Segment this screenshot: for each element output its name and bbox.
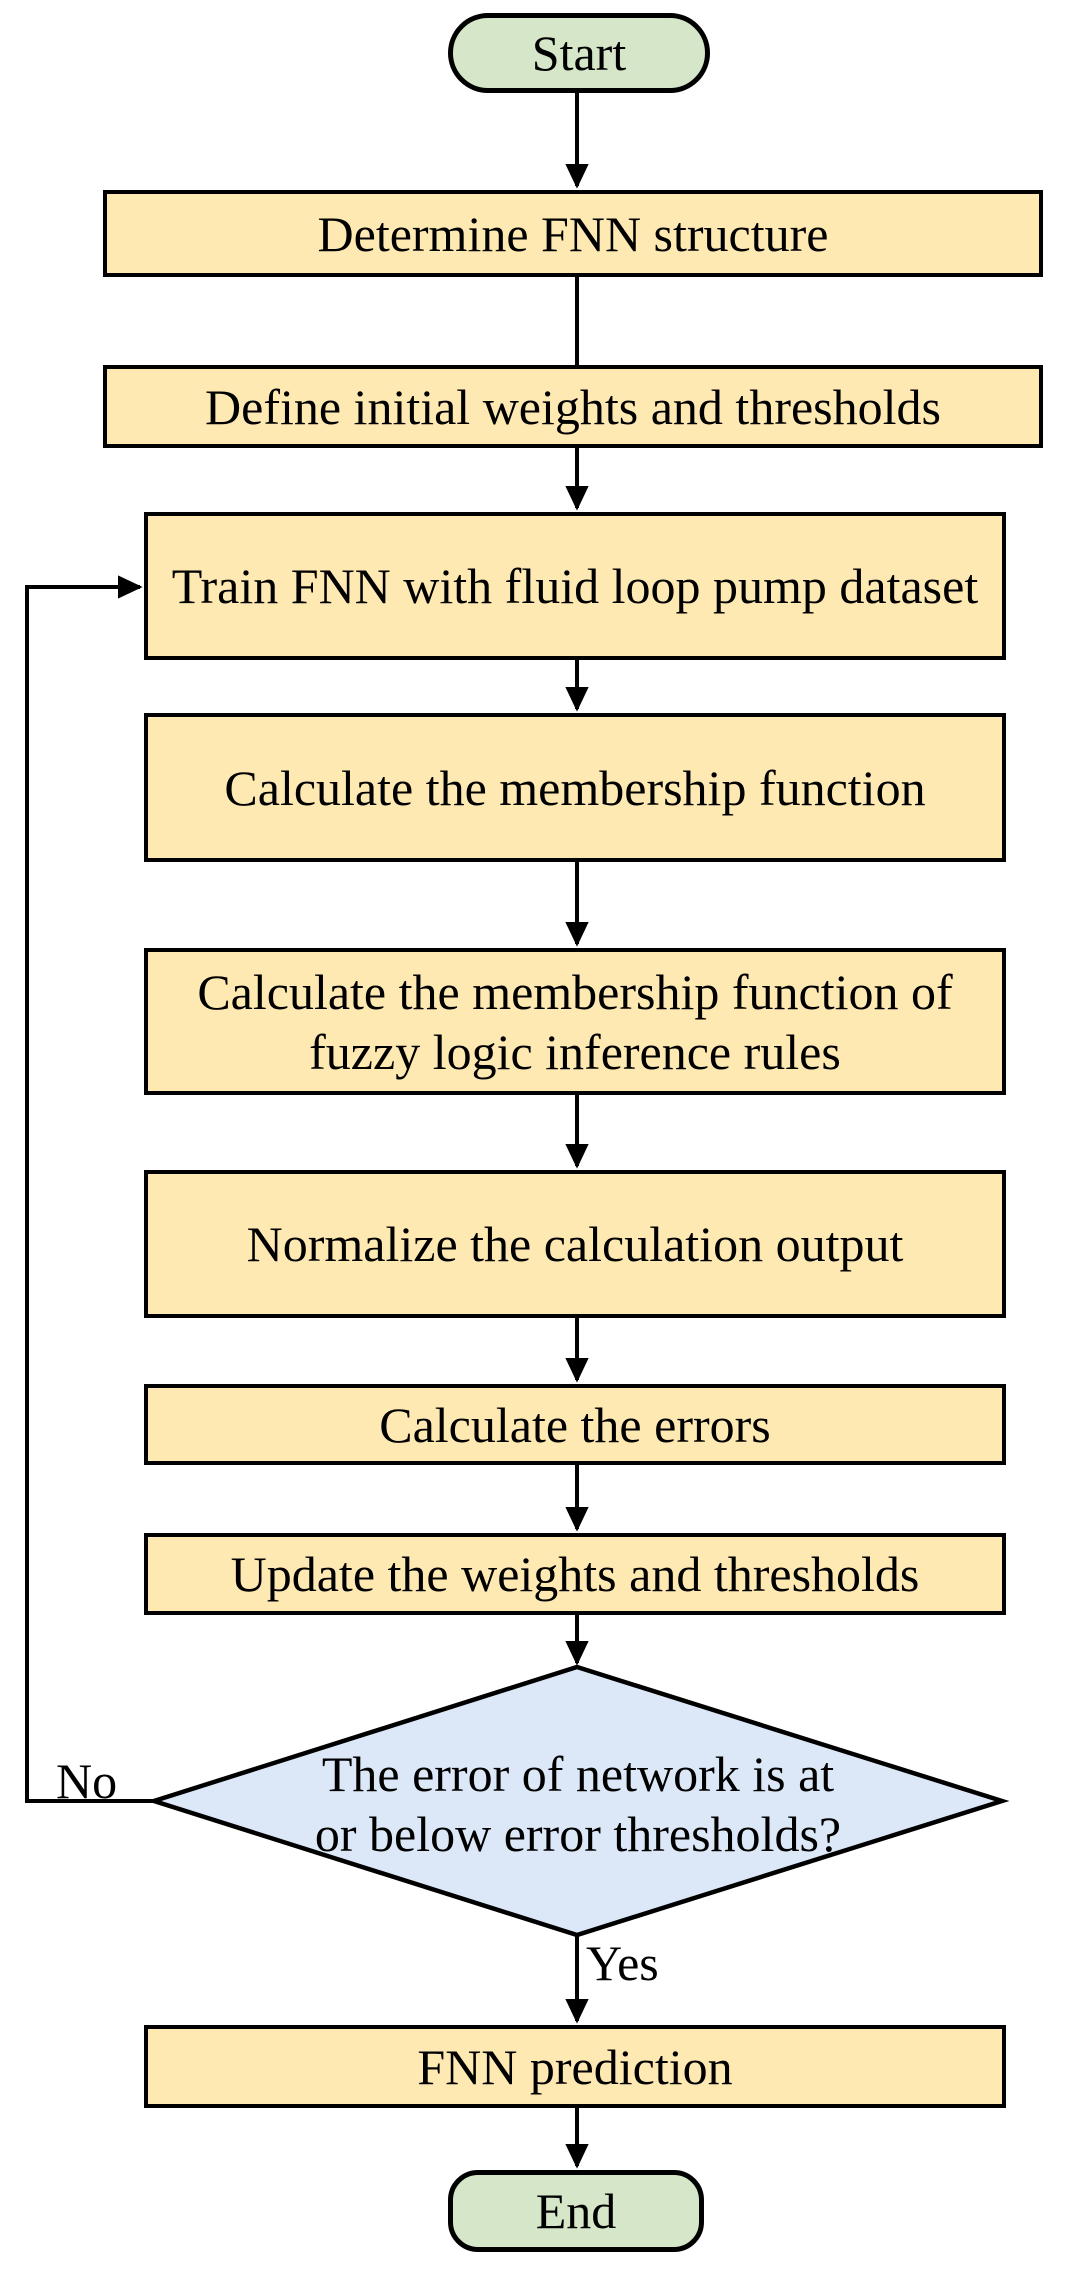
node-determine-structure-label: Determine FNN structure [317,205,829,262]
node-define-weights: Define initial weights and thresholds [103,365,1043,448]
node-calc-membership-rules-label: Calculate the membership function of fuz… [197,963,953,1080]
node-fnn-prediction-label: FNN prediction [417,2038,733,2095]
node-calc-membership-label: Calculate the membership function [224,759,926,816]
node-error-decision-label: The error of network is at or below erro… [314,1746,842,1862]
node-update-weights: Update the weights and thresholds [144,1533,1006,1615]
node-start-label: Start [531,25,627,81]
node-train-fnn-label: Train FNN with fluid loop pump dataset [171,558,979,614]
edge-label-no: No [56,1753,118,1809]
node-calc-errors-label: Calculate the errors [379,1396,771,1453]
node-update-weights-label: Update the weights and thresholds [230,1546,920,1602]
node-calc-errors: Calculate the errors [144,1384,1006,1465]
node-end-label: End [535,2183,617,2239]
node-fnn-prediction: FNN prediction [144,2025,1006,2108]
node-determine-structure: Determine FNN structure [103,190,1043,277]
edge-label-yes: Yes [586,1935,659,1991]
node-define-weights-label: Define initial weights and thresholds [205,378,941,435]
node-normalize-output: Normalize the calculation output [144,1170,1006,1318]
node-calc-membership: Calculate the membership function [144,713,1006,862]
node-start: Start [448,13,710,93]
node-train-fnn: Train FNN with fluid loop pump dataset [144,512,1006,660]
node-calc-membership-rules: Calculate the membership function of fuz… [144,948,1006,1095]
node-end: End [448,2170,704,2252]
node-normalize-output-label: Normalize the calculation output [246,1216,904,1272]
edge-decision-no-loop [25,575,154,1803]
